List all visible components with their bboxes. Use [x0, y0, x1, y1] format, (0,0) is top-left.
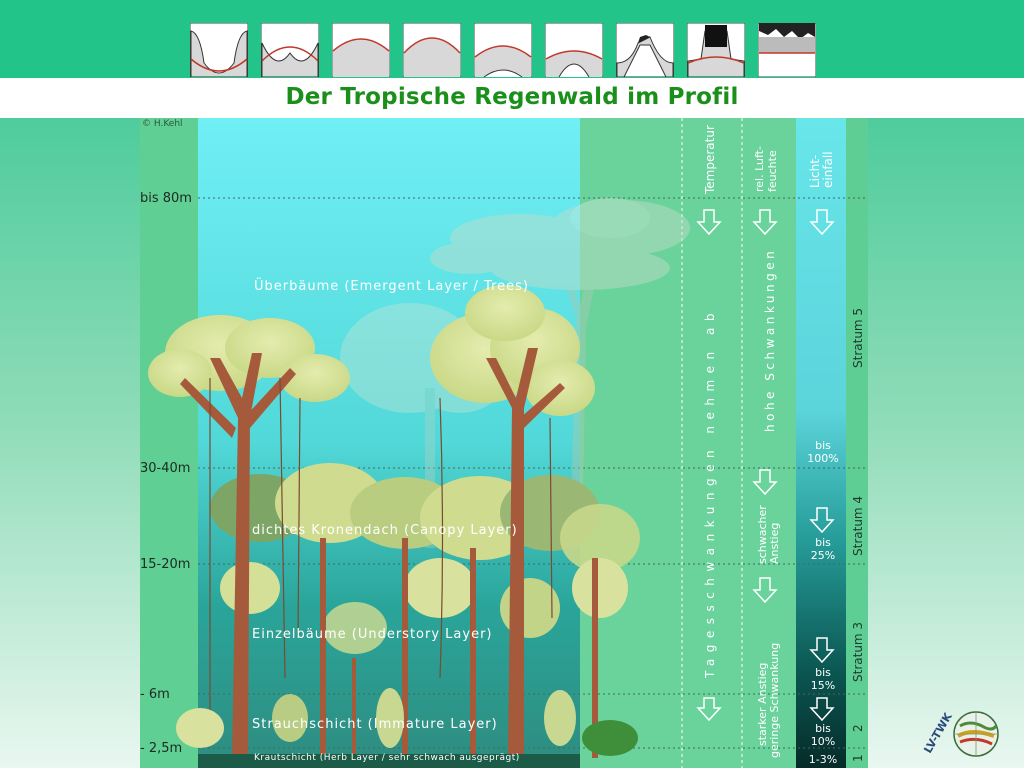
light-column: Licht- einfall bis 100% bis 25% bis 15% …	[807, 151, 838, 766]
stratum-1-label: 1	[851, 754, 865, 762]
thumbnail-1[interactable]	[190, 23, 248, 77]
light-value-5: 1-3%	[809, 753, 837, 766]
thumbnail-8[interactable]	[687, 23, 745, 77]
stratum-5-label: Stratum 5	[851, 308, 865, 368]
humidity-text-3a: starker Anstieg	[756, 663, 769, 746]
height-label-80m: bis 80m	[140, 191, 192, 206]
layer-label-understory: Einzelbäume (Understory Layer)	[252, 627, 492, 642]
thumbnail-5[interactable]	[474, 23, 532, 77]
layer-label-emergent: Überbäume (Emergent Layer / Trees)	[254, 277, 529, 294]
layer-label-canopy: dichtes Kronendach (Canopy Layer)	[252, 523, 518, 538]
emergent-tree-left	[148, 315, 350, 758]
lianas	[209, 377, 553, 738]
height-label-30-40m: 30-40m	[140, 461, 190, 476]
humidity-text-2a: schwacher	[756, 505, 769, 564]
temperature-column: Temperatur Tagesschwankungen nehmen ab	[703, 125, 717, 679]
height-labels: bis 80m 30-40m 15-20m - 6m - 2,5m	[140, 191, 192, 756]
stratum-3-label: Stratum 3	[851, 622, 865, 682]
thumbnail-7[interactable]	[616, 23, 674, 77]
temperature-text: Tagesschwankungen nehmen ab	[703, 307, 717, 679]
page-title: Der Tropische Regenwald im Profil	[285, 84, 739, 110]
arrow-down-icon	[809, 697, 835, 722]
temperature-header: Temperatur	[703, 125, 717, 195]
height-label-6m: - 6m	[140, 687, 170, 702]
layer-labels: Überbäume (Emergent Layer / Trees) dicht…	[252, 277, 529, 763]
shrub-layer	[176, 688, 638, 756]
light-header-2: einfall	[821, 151, 835, 188]
light-header-1: Licht-	[808, 155, 822, 188]
lv-twk-logo: LV-TWK	[921, 710, 999, 757]
light-value-4: 10%	[811, 735, 835, 748]
arrow-down-icon	[752, 209, 778, 236]
humidity-column: rel. Luft- feuchte hohe Schwankungen sch…	[753, 146, 781, 758]
strata-labels: Stratum 5 Stratum 4 Stratum 3 2 1	[851, 308, 865, 762]
humidity-header-1: rel. Luft-	[753, 146, 766, 192]
light-value-1-label: bis	[815, 439, 831, 452]
humidity-text-2b: Anstieg	[768, 523, 781, 564]
height-label-2-5m: - 2,5m	[140, 741, 182, 756]
layer-label-shrub: Strauchschicht (Immature Layer)	[252, 717, 498, 732]
light-value-4-label: bis	[815, 722, 831, 735]
arrow-down-icon	[809, 209, 835, 236]
light-column-bar	[796, 118, 846, 768]
arrow-down-icon	[752, 577, 778, 604]
forest-floor	[198, 754, 580, 768]
strata-strip	[846, 118, 868, 768]
arrow-down-icon	[809, 507, 835, 534]
stratum-4-label: Stratum 4	[851, 496, 865, 556]
light-value-1: 100%	[807, 452, 838, 465]
title-bar	[0, 78, 1024, 118]
height-scale-strip	[140, 118, 198, 768]
thumbnail-4[interactable]	[403, 23, 461, 77]
humidity-header-2: feuchte	[766, 150, 779, 192]
light-value-2: 25%	[811, 549, 835, 562]
thumbnail-6[interactable]	[545, 23, 603, 77]
climate-columns-panel	[580, 118, 796, 768]
stratum-2-label: 2	[851, 724, 865, 732]
humidity-text-3b: geringe Schwankung	[768, 643, 781, 758]
thumbnail-2[interactable]	[261, 23, 319, 77]
light-value-3: 15%	[811, 679, 835, 692]
tree-trunks	[320, 538, 598, 758]
height-label-15-20m: 15-20m	[140, 557, 190, 572]
arrow-down-icon	[696, 209, 722, 236]
arrow-down-icon	[752, 469, 778, 496]
rainforest-profile-diagram: bis 80m 30-40m 15-20m - 6m - 2,5m © H.Ke…	[140, 118, 868, 768]
light-value-2-label: bis	[815, 536, 831, 549]
emergent-tree-center	[430, 285, 595, 758]
arrow-down-icon	[809, 637, 835, 664]
down-arrows	[696, 209, 835, 722]
light-value-3-label: bis	[815, 666, 831, 679]
humidity-text-1: hohe Schwankungen	[763, 248, 777, 432]
copyright-label: © H.Kehl	[142, 119, 183, 129]
thumbnail-3[interactable]	[332, 23, 390, 77]
layer-label-herb: Krautschicht (Herb Layer / sehr schwach …	[254, 753, 520, 763]
arrow-down-icon	[696, 697, 722, 722]
logo-text: LV-TWK	[921, 710, 955, 755]
thumbnail-9[interactable]	[758, 23, 816, 77]
canopy-layer-crowns	[210, 463, 640, 572]
